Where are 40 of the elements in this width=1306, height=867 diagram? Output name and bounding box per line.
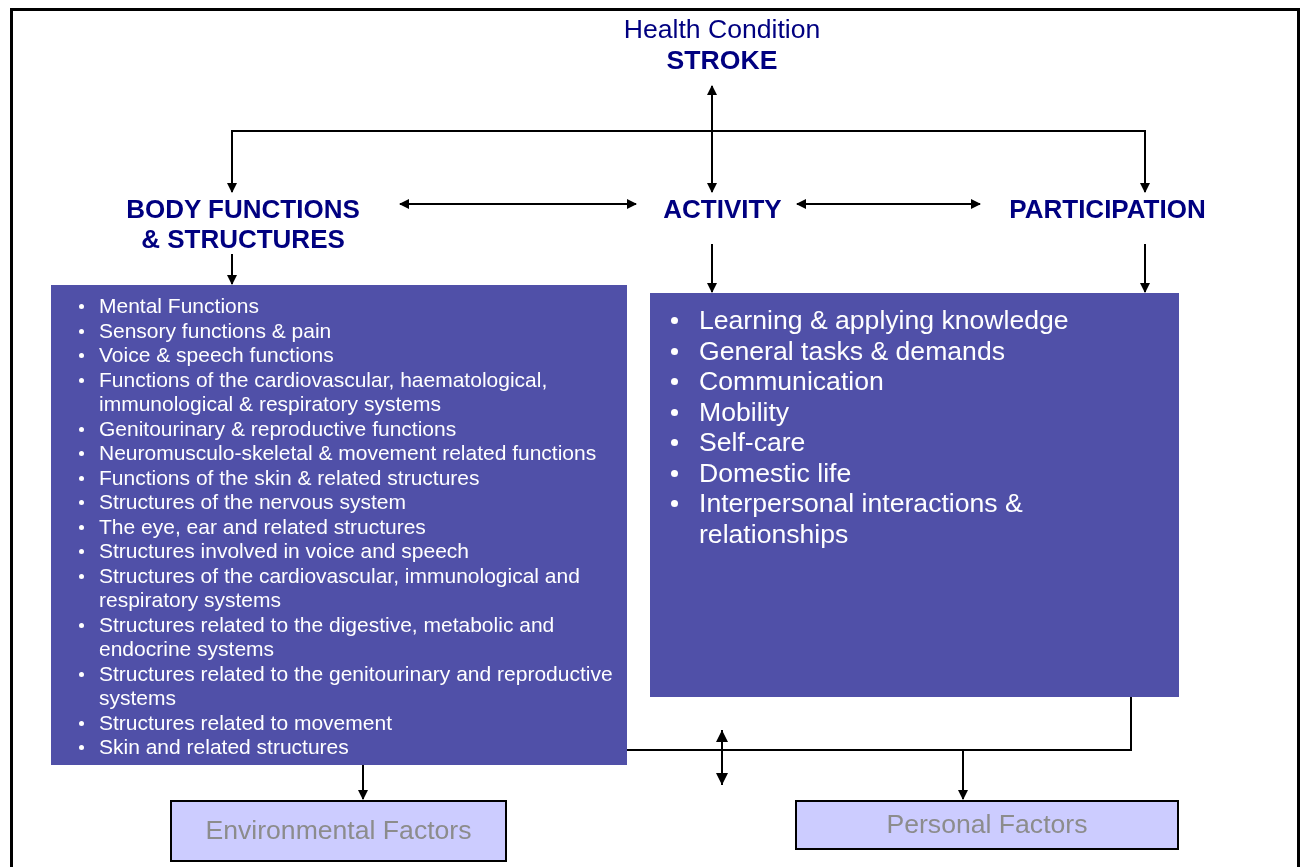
- list-panel: [51, 285, 627, 765]
- condition-name: STROKE: [666, 45, 778, 76]
- arrow: [707, 85, 717, 193]
- list-item: Interpersonal interactions & relationships: [699, 488, 1024, 549]
- factor-box: Environmental Factors: [170, 800, 507, 862]
- arrow: [796, 199, 981, 209]
- list-item: Sensory functions & pain: [99, 318, 333, 343]
- list-item: Structures related to movement: [99, 710, 393, 735]
- arrow: [1140, 243, 1150, 293]
- list-item: Voice & speech functions: [99, 343, 335, 368]
- list-item: Structures of the cardiovascular, immunological and respiratory systems: [99, 563, 581, 613]
- condition-label: Health Condition: [623, 14, 821, 45]
- component-heading: BODY FUNCTIONS & STRUCTURES: [125, 194, 361, 254]
- arrow: [358, 764, 368, 800]
- list-item: Structures involved in voice and speech: [99, 539, 471, 564]
- component-heading: ACTIVITY: [663, 194, 782, 224]
- list-item: Mobility: [699, 396, 791, 427]
- list-item: Communication: [699, 366, 885, 397]
- list-item: Structures related to the digestive, metabolic and endocrine systems: [99, 612, 556, 662]
- list-item: Functions of the skin & related structures: [99, 465, 481, 490]
- list-panel: [650, 293, 1179, 697]
- list-item: Neuromusculo-skeletal & movement related functions: [99, 441, 598, 466]
- arrow: [707, 243, 717, 293]
- list-item: Structures of the nervous system: [99, 490, 407, 515]
- list-item: Learning & applying knowledge: [699, 305, 1070, 336]
- list-item: General tasks & demands: [699, 335, 1006, 366]
- list-item: Self-care: [699, 427, 807, 458]
- list-item: Mental Functions: [99, 294, 260, 319]
- list-item: The eye, ear and related structures: [99, 514, 427, 539]
- list-item: Domestic life: [699, 457, 853, 488]
- component-heading: PARTICIPATION: [1009, 194, 1206, 224]
- arrow: [958, 696, 1132, 800]
- arrow: [399, 199, 637, 209]
- list-item: Structures related to the genitourinary and reproductive systems: [99, 661, 614, 711]
- arrow: [711, 85, 1150, 193]
- arrow: [227, 253, 237, 285]
- list-item: Functions of the cardiovascular, haematological, immunological & respiratory systems: [99, 367, 549, 417]
- factor-box: Personal Factors: [795, 800, 1179, 850]
- list-item: Genitourinary & reproductive functions: [99, 416, 458, 441]
- list-item: Skin and related structures: [99, 735, 350, 760]
